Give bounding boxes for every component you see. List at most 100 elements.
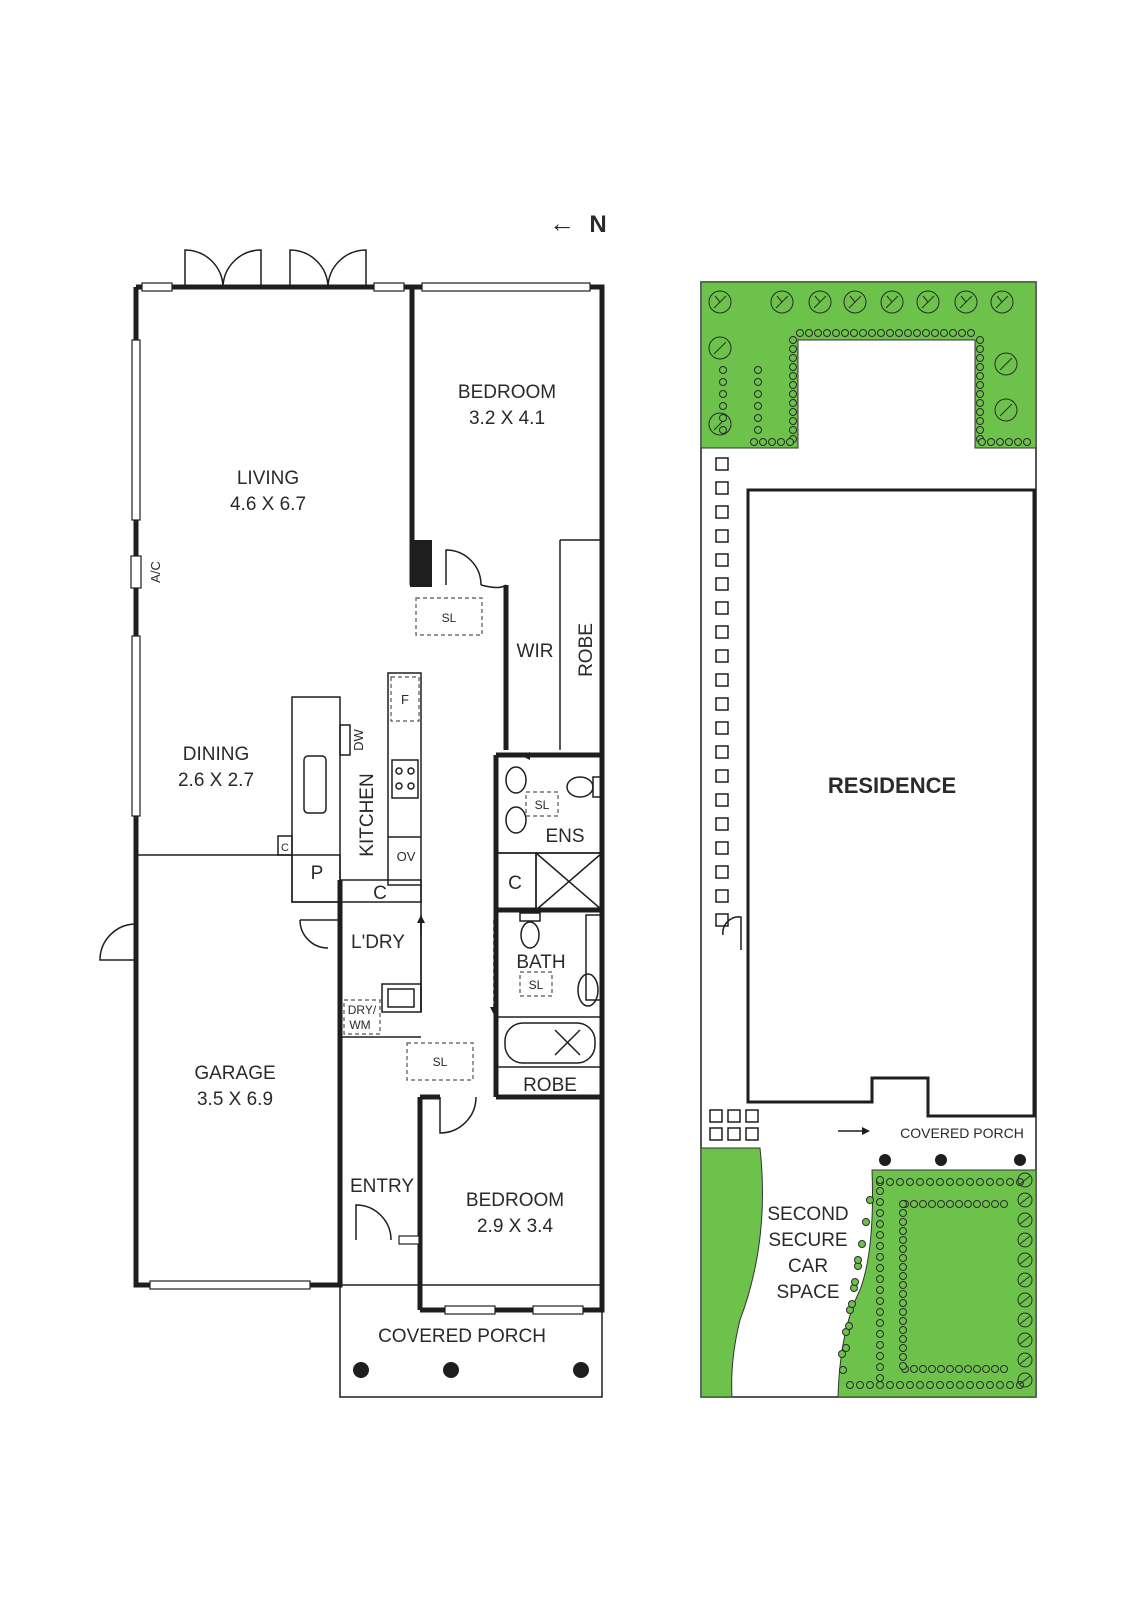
hedge-shrub — [955, 1365, 963, 1373]
tree-canopy — [1017, 1272, 1033, 1288]
hedge-shrub — [754, 402, 762, 410]
paver-tile — [715, 889, 729, 903]
hedge-shrub — [876, 1330, 884, 1338]
hedge-shrub — [886, 1178, 894, 1186]
living-name: LIVING — [237, 468, 299, 489]
hedge-shrub — [1023, 438, 1031, 446]
tree-canopy — [1017, 1352, 1033, 1368]
tree-icon — [808, 290, 832, 314]
tree-canopy — [708, 412, 732, 436]
hedge-shrub — [895, 329, 903, 337]
tree-branch — [1019, 1275, 1031, 1285]
hedge-shrub — [754, 366, 762, 374]
paver-tile — [715, 721, 729, 735]
paver-tile — [715, 697, 729, 711]
hedge-shrub — [946, 1381, 954, 1389]
paver-tile — [715, 553, 729, 567]
tree-canopy — [1017, 1252, 1033, 1268]
hedge-shrub — [936, 1381, 944, 1389]
paver-tile — [715, 649, 729, 663]
tree-branch — [1019, 1375, 1031, 1385]
hedge-shrub — [940, 329, 948, 337]
oven-label: OV — [397, 849, 416, 864]
hedge-shrub — [845, 1322, 853, 1330]
hedge-shrub — [876, 1381, 884, 1389]
hedge-shrub — [976, 354, 984, 362]
hedge-shrub — [982, 1365, 990, 1373]
hedge-shrub — [976, 390, 984, 398]
hedge-shrub — [991, 1200, 999, 1208]
hedge-shrub — [964, 1365, 972, 1373]
hedge-shrub — [789, 417, 797, 425]
tree-canopy — [708, 290, 732, 314]
hedge-shrub — [899, 1218, 907, 1226]
porch-name: COVERED PORCH — [378, 1326, 546, 1347]
hedge-shrub — [958, 329, 966, 337]
hedge-shrub — [899, 1254, 907, 1262]
hedge-shrub — [754, 426, 762, 434]
tree-canopy — [994, 352, 1018, 376]
hedge-shrub — [796, 329, 804, 337]
hedge-shrub — [850, 329, 858, 337]
skylight-ens-label: SL — [535, 798, 550, 812]
paver-tile — [715, 505, 729, 519]
hedge-shrub — [851, 1278, 859, 1286]
hedge-shrub — [789, 381, 797, 389]
hedge-shrub — [1005, 438, 1013, 446]
tree-icon — [1017, 1312, 1033, 1328]
hedge-shrub — [913, 329, 921, 337]
tree-icon — [1017, 1192, 1033, 1208]
hedge-shrub — [928, 1200, 936, 1208]
tree-canopy — [1017, 1232, 1033, 1248]
tree-icon — [1017, 1232, 1033, 1248]
hedge-shrub — [719, 402, 727, 410]
paver-tile — [715, 481, 729, 495]
tree-canopy — [843, 290, 867, 314]
hedge-shrub — [899, 1209, 907, 1217]
hedge-shrub — [759, 438, 767, 446]
hedge-shrub — [931, 329, 939, 337]
car-space-line-2: SECURE — [768, 1230, 847, 1251]
hedge-shrub — [1006, 1178, 1014, 1186]
hedge-shrub — [899, 1308, 907, 1316]
hedge-shrub — [876, 1187, 884, 1195]
tree-icon — [1017, 1292, 1033, 1308]
tree-icon — [916, 290, 940, 314]
hedge-shrub — [899, 1272, 907, 1280]
hedge-shrub — [926, 1381, 934, 1389]
car-space-line-1: SECOND — [767, 1204, 848, 1225]
hedge-shrub — [996, 1178, 1004, 1186]
garage-dims: 3.5 X 6.9 — [197, 1089, 273, 1110]
bath-name: BATH — [516, 952, 565, 973]
tree-canopy — [954, 290, 978, 314]
tree-icon — [1017, 1372, 1033, 1388]
hedge-shrub — [991, 1365, 999, 1373]
hedge-shrub — [966, 1381, 974, 1389]
hedge-shrub — [906, 1381, 914, 1389]
hedge-shrub — [906, 1178, 914, 1186]
tree-branch — [1019, 1175, 1031, 1185]
paver-tile — [709, 1109, 723, 1123]
tree-branch — [1019, 1315, 1031, 1325]
cupboard-ens-label: C — [508, 873, 522, 894]
hedge-shrub — [719, 414, 727, 422]
paver-tile — [745, 1127, 759, 1141]
tree-icon — [1017, 1272, 1033, 1288]
hedge-shrub — [956, 1178, 964, 1186]
hedge-shrub — [899, 1227, 907, 1235]
hedge-shrub — [937, 1365, 945, 1373]
tree-canopy — [1017, 1372, 1033, 1388]
hedge-shrub — [768, 438, 776, 446]
hedge-shrub — [823, 329, 831, 337]
hedge-shrub — [899, 1299, 907, 1307]
bedroom2-dims: 2.9 X 3.4 — [477, 1216, 553, 1237]
tree-canopy — [994, 398, 1018, 422]
hedge-shrub — [919, 1200, 927, 1208]
bedroom1-name: BEDROOM — [458, 382, 556, 403]
tree-icon — [880, 290, 904, 314]
hedge-shrub — [866, 1196, 874, 1204]
hedge-shrub — [719, 426, 727, 434]
cupboard-small-label: C — [281, 842, 289, 854]
hedge-shrub — [1000, 1200, 1008, 1208]
tree-canopy — [708, 336, 732, 360]
